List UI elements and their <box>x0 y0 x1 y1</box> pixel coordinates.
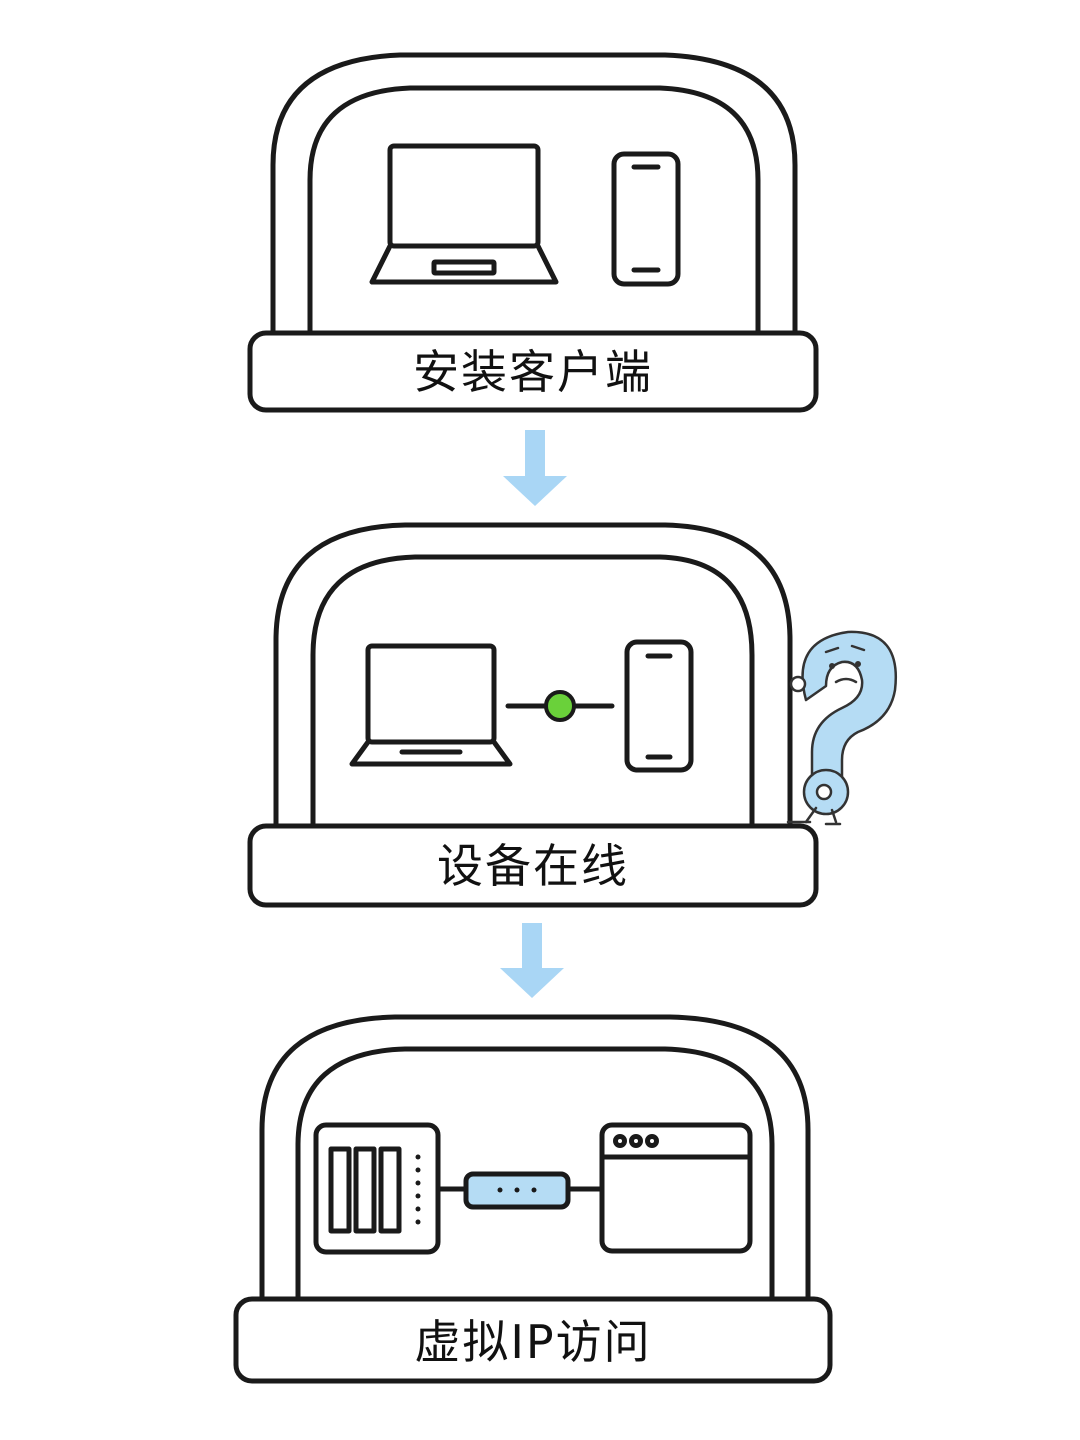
step-2-card <box>247 522 898 908</box>
step-1-label: 安装客户端 <box>413 345 653 399</box>
laptop-icon <box>369 143 559 285</box>
phone-icon <box>624 639 694 773</box>
step-3-card <box>233 1014 833 1384</box>
browser-window-icon <box>599 1122 753 1254</box>
step-3-label-base <box>233 1296 833 1384</box>
step-2-arch-inner <box>310 554 755 833</box>
online-status-dot <box>544 690 576 722</box>
step-1-arch-inner <box>307 85 761 338</box>
step-3-label: 虚拟IP访问 <box>414 1315 651 1369</box>
down-arrow-icon <box>500 923 564 998</box>
step-2-label: 设备在线 <box>437 839 629 893</box>
down-arrow-icon <box>503 430 567 506</box>
question-mark-mascot-icon <box>786 630 898 826</box>
laptop-icon <box>349 643 513 767</box>
ellipsis-icon <box>497 1187 537 1193</box>
step-1-card <box>247 52 819 413</box>
step-1-arch-outer <box>270 52 798 338</box>
step-3-arch-inner <box>295 1046 775 1303</box>
phone-icon <box>611 151 681 287</box>
step-1-label-base <box>247 330 819 413</box>
step-2-label-base <box>247 823 819 908</box>
